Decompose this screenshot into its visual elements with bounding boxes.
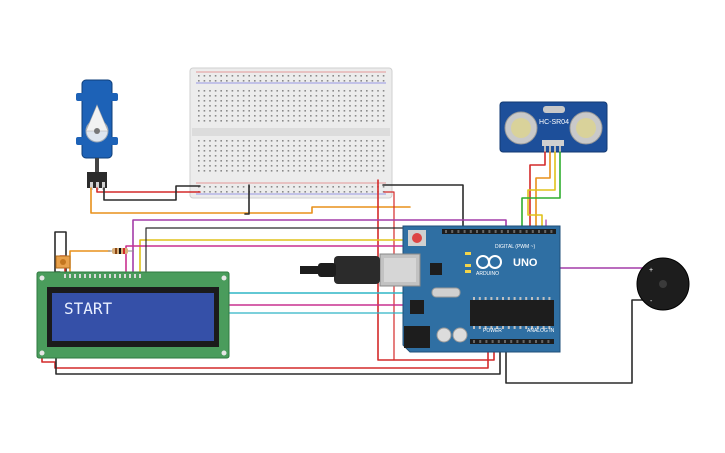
wire-red	[41, 342, 489, 369]
wire-black	[103, 185, 201, 201]
lcd-display[interactable]: START	[36, 271, 230, 359]
servo-motor[interactable]	[76, 79, 118, 190]
analog-header-label: ANALOG IN	[527, 328, 555, 334]
wire-black	[55, 342, 501, 375]
wire-black	[505, 299, 653, 384]
wire-black	[244, 184, 250, 215]
wire-yellow	[527, 151, 556, 232]
wire-red	[383, 191, 395, 361]
resistor[interactable]	[108, 248, 134, 254]
buzzer-plus-label: +	[649, 267, 653, 274]
ultrasonic-sensor[interactable]: HC-SR04	[499, 101, 608, 153]
arduino-brand-text: ARDUINO	[476, 271, 499, 277]
potentiometer[interactable]	[55, 255, 71, 269]
wire-orange	[69, 250, 111, 272]
uno-logo-text: UNO	[513, 257, 538, 269]
lcd-screen-text: START	[64, 299, 113, 318]
buzzer-minus-label: -	[650, 298, 653, 305]
sensor-model-label: HC-SR04	[539, 119, 569, 126]
wire-orange	[90, 187, 411, 214]
breadboard[interactable]	[189, 67, 393, 199]
digital-header-label: DIGITAL (PWM ~)	[495, 244, 535, 250]
wire-black	[382, 184, 464, 232]
arduino-uno[interactable]: UNO ARDUINO DIGITAL (PWM ~) POWER ANALOG…	[300, 225, 561, 353]
power-header-label: POWER	[483, 328, 502, 334]
wire-green	[521, 151, 561, 232]
piezo-buzzer[interactable]: + -	[636, 257, 690, 311]
wire-orange	[535, 151, 551, 232]
wire-red	[96, 187, 201, 193]
